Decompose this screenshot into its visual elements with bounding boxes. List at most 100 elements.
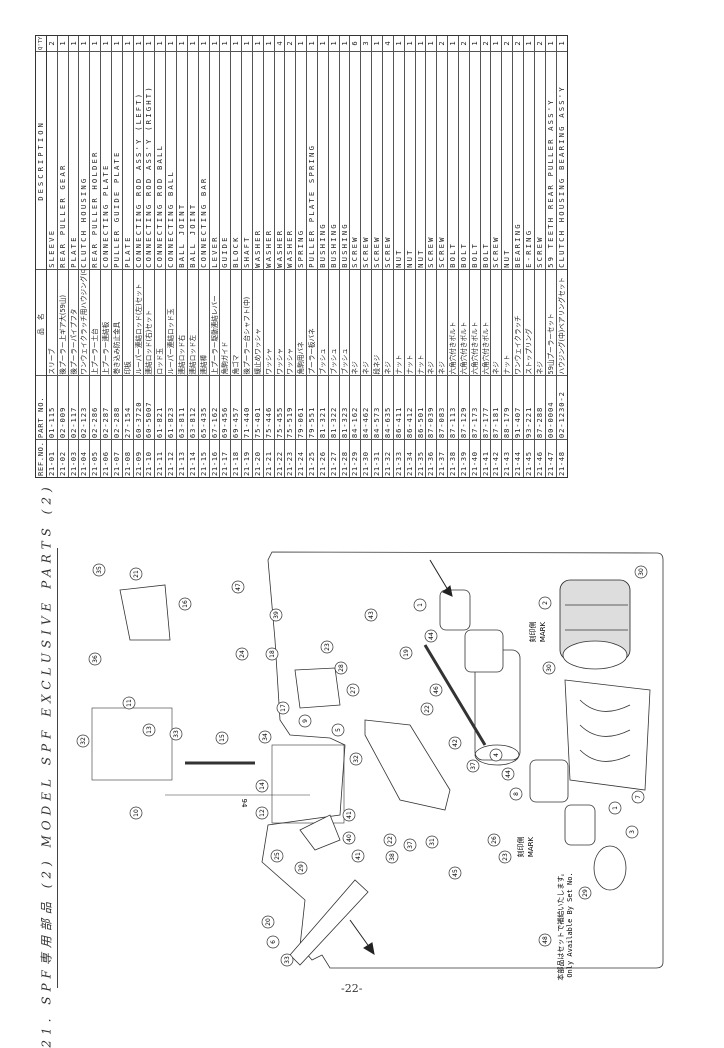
- cell-qty: 4: [383, 41, 392, 46]
- cell-qty: 1: [176, 41, 186, 46]
- cell-desc: WASHER: [252, 50, 263, 269]
- callout-circle: [76, 734, 90, 748]
- cell-desc: PLATE: [122, 50, 133, 269]
- callout-number: 26: [491, 836, 498, 844]
- callout-41: 41: [342, 808, 356, 822]
- cell-ref: 21-33: [393, 439, 404, 477]
- cell-ref: 21-21: [263, 439, 274, 477]
- cell-desc: BUSHING: [317, 50, 328, 269]
- callout-circle: [403, 838, 417, 852]
- callout-circle: [625, 825, 639, 839]
- cell-jp: 段ネジ: [372, 268, 382, 376]
- cell-qty: 1: [209, 41, 219, 46]
- callout-number: 32: [80, 737, 87, 745]
- cell-desc: BALL JOINT: [187, 50, 198, 269]
- callout-27: 27: [346, 683, 360, 697]
- cell-desc: REAR PULLER GEAR: [57, 50, 68, 269]
- cell-desc: BUSHING: [328, 50, 339, 269]
- cell-qty: 2: [513, 41, 523, 46]
- callout-13: 13: [142, 723, 156, 737]
- callout-circle: [385, 850, 399, 864]
- cell-part: 75-519: [285, 375, 296, 440]
- cell-ref: 21-15: [198, 439, 209, 477]
- cell-qty: 2: [480, 41, 490, 46]
- cell-part: 02-287: [101, 375, 111, 440]
- cell-part: 84-635: [383, 375, 393, 440]
- cell-desc: BOLT: [448, 50, 458, 269]
- callout-number: 22: [424, 705, 431, 713]
- title-divider: [57, 548, 58, 988]
- callout-circle: [342, 808, 356, 822]
- cell-qty: 1: [252, 41, 262, 46]
- cell-jp: 六角穴付きボルト: [448, 268, 458, 376]
- callout-number: 42: [452, 739, 459, 747]
- callout-3: 3: [625, 825, 639, 839]
- cell-desc: SHAFT: [242, 50, 252, 269]
- cell-ref: 21-39: [458, 439, 469, 477]
- cell-jp: ナット: [415, 268, 426, 376]
- callout-number: 44: [505, 770, 512, 778]
- cell-jp: ネジ: [361, 268, 372, 376]
- callout-circle: [364, 608, 378, 622]
- cell-qty: 1: [68, 41, 78, 46]
- callout-number: 23: [502, 853, 509, 861]
- cell-ref: 21-24: [296, 439, 307, 477]
- cell-part: 86-412: [404, 375, 415, 440]
- callout-number: 2: [542, 601, 549, 605]
- callout-number: 15: [219, 734, 226, 742]
- callout-22: 22: [383, 833, 397, 847]
- callout-number: 12: [259, 809, 266, 817]
- callout-circle: [509, 787, 523, 801]
- cell-jp: 上プーラー連結板: [101, 268, 111, 376]
- callout-circle: [331, 723, 345, 737]
- cell-desc: BOLT: [458, 50, 469, 269]
- callout-number: 33: [284, 956, 291, 964]
- cell-jp: 上プーラー土台: [90, 268, 101, 376]
- cell-part: 71-440: [242, 375, 252, 440]
- cell-part: 87-129: [458, 375, 469, 440]
- callout-46: 46: [429, 683, 443, 697]
- callout-circle: [270, 849, 284, 863]
- set-box-10: [91, 707, 173, 781]
- cell-qty: 2: [534, 41, 544, 46]
- cell-part: 02-009: [57, 375, 68, 440]
- callout-37: 37: [403, 838, 417, 852]
- cell-desc: NUT: [393, 50, 404, 269]
- cell-jp: 六角穴付きボルト: [480, 268, 491, 376]
- callout-circle: [215, 731, 229, 745]
- callout-circle: [424, 629, 438, 643]
- callout-circle: [466, 759, 480, 773]
- cell-jp: ワッシャ: [263, 268, 274, 376]
- cell-jp: ハウジング(中)ベアリングセット: [556, 268, 568, 376]
- cell-part: 81-323: [339, 375, 350, 440]
- cell-qty: 4: [274, 41, 284, 46]
- cell-desc: BOLT: [469, 50, 480, 269]
- cell-desc: CLUTCH HOUSING BEARING ASS'Y: [556, 50, 568, 269]
- puller-guide-plate-7: [564, 679, 651, 791]
- callout-23: 23: [320, 640, 334, 654]
- callout-circle: [129, 806, 143, 820]
- cell-desc: NUT: [404, 50, 415, 269]
- callout-circle: [142, 723, 156, 737]
- cell-part: 02-123: [79, 375, 90, 440]
- cell-jp: 連結ロッド右: [176, 268, 187, 376]
- callout-9: 9: [298, 714, 312, 728]
- cell-ref: 21-22: [274, 439, 285, 477]
- cell-qty: 1: [469, 41, 479, 46]
- mark-label-jp: 刻印側: [516, 837, 525, 858]
- cell-qty: 1: [393, 41, 403, 46]
- callout-number: 16: [182, 600, 189, 608]
- callout-32: 32: [76, 734, 90, 748]
